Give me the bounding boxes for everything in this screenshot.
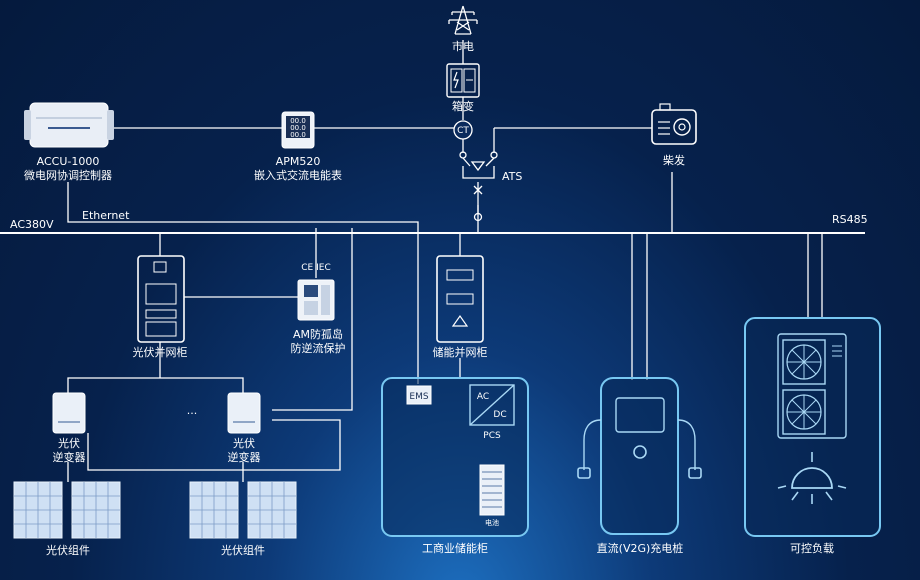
storage-grid-cabinet-icon <box>436 255 484 343</box>
pv-grid-cabinet-icon <box>137 255 185 343</box>
storage-cabinet-label: 储能并网柜 <box>433 345 488 359</box>
diesel-generator-icon <box>651 103 697 145</box>
ac-label: AC <box>477 392 489 402</box>
inverter-2-line2: 逆变器 <box>228 450 261 464</box>
ct-label: CT <box>457 126 469 136</box>
cert-label: CE IEC <box>301 263 330 273</box>
meter-reading-3: 00.0 <box>290 131 306 139</box>
power-tower-icon <box>448 5 478 35</box>
lamp-icon <box>777 452 847 504</box>
pcs-icon <box>469 384 515 426</box>
ems-label: EMS <box>409 392 428 402</box>
protection-relay-icon <box>297 279 335 321</box>
storage-cabinet-frame <box>381 377 529 537</box>
ess-label: 工商业储能柜 <box>422 541 488 555</box>
accu-controller-icon <box>24 102 114 148</box>
accu-model-label: ACCU-1000 <box>37 155 100 168</box>
pv-panel-icon <box>13 481 297 539</box>
dc-label: DC <box>493 410 506 420</box>
pv-module-label-1: 光伏组件 <box>46 543 90 557</box>
power-meter-icon <box>281 111 315 149</box>
more-inverters-dots: ... <box>187 404 198 417</box>
pcs-label: PCS <box>483 431 501 441</box>
battery-rack-icon <box>479 464 505 516</box>
accu-name-label: 微电网协调控制器 <box>24 168 112 182</box>
hvac-fan-icon <box>777 333 847 439</box>
load-label: 可控负载 <box>790 541 834 555</box>
transformer-icon <box>446 63 480 98</box>
diesel-label: 柴发 <box>663 153 685 167</box>
meter-reading-2: 00.0 <box>290 124 306 132</box>
ats-label: ATS <box>502 170 522 183</box>
rs485-label: RS485 <box>832 213 868 226</box>
apm-model-label: APM520 <box>276 155 321 168</box>
grid-label: 市电 <box>452 39 474 53</box>
apm-name-label: 嵌入式交流电能表 <box>254 168 342 182</box>
am-line1: AM防孤岛 <box>293 327 343 341</box>
ev-charger-icon <box>577 377 702 535</box>
ethernet-label: Ethernet <box>82 209 130 222</box>
pv-inverter-icon-1 <box>52 392 86 434</box>
ats-switch-icon <box>459 151 498 222</box>
pv-module-label-2: 光伏组件 <box>221 543 265 557</box>
ac380-label: AC380V <box>10 218 54 231</box>
ems-icon <box>406 385 432 405</box>
inverter-2-line1: 光伏 <box>233 436 255 450</box>
am-line2: 防逆流保护 <box>291 341 346 355</box>
pv-inverter-icon-2 <box>227 392 261 434</box>
inverter-1-line1: 光伏 <box>58 436 80 450</box>
battery-label: 电池 <box>485 518 499 527</box>
charger-label: 直流(V2G)充电桩 <box>597 541 684 555</box>
transformer-label: 箱变 <box>452 99 474 113</box>
ct-icon <box>453 120 473 140</box>
inverter-1-line2: 逆变器 <box>53 450 86 464</box>
pv-cabinet-label: 光伏并网柜 <box>133 345 188 359</box>
wires <box>0 40 865 482</box>
meter-reading-1: 00.0 <box>290 117 306 125</box>
